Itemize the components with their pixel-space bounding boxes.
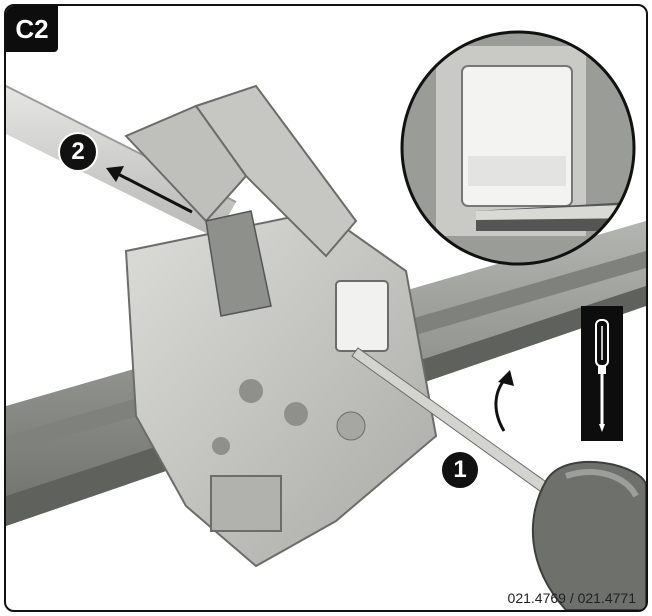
tool-panel bbox=[581, 306, 623, 441]
pull-arrow bbox=[106, 166, 193, 214]
detail-magnifier bbox=[400, 30, 636, 266]
screwdriver-icon bbox=[595, 319, 609, 432]
assembly-illustration bbox=[6, 30, 646, 610]
terminal-block bbox=[124, 84, 438, 568]
step-marker-1: 1 bbox=[440, 450, 480, 490]
step-marker-2: 2 bbox=[58, 132, 98, 172]
instruction-frame: C2 2 1 021.4769 / 021.4771 bbox=[4, 4, 648, 612]
part-numbers: 021.4769 / 021.4771 bbox=[507, 590, 636, 606]
screwdriver bbox=[351, 347, 646, 610]
step-label-badge: C2 bbox=[6, 6, 58, 52]
rotate-arrow bbox=[494, 370, 514, 432]
